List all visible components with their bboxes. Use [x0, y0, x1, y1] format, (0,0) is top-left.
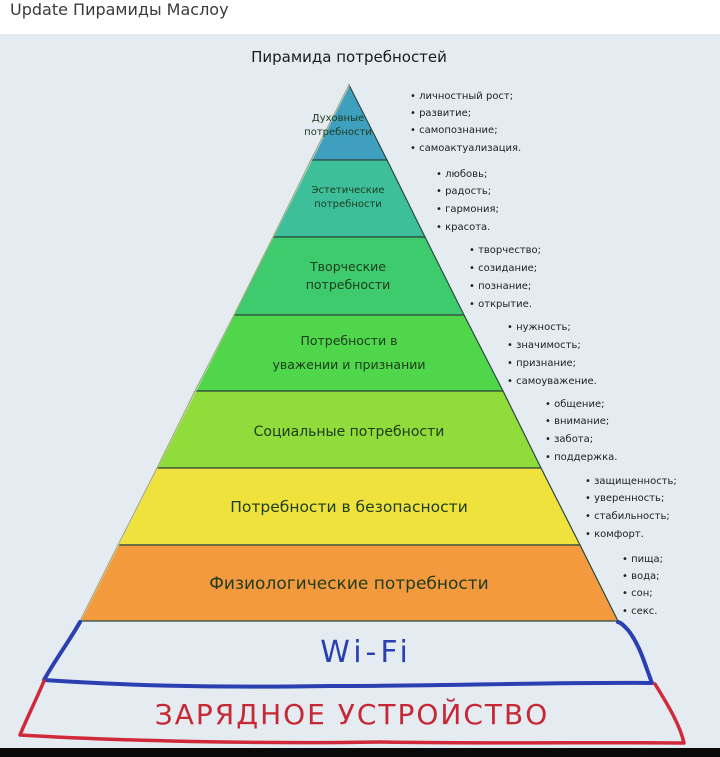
bullet: • красота.	[436, 222, 490, 233]
bullet: • вода;	[622, 571, 660, 582]
bullet: • открытие.	[469, 299, 532, 310]
bullet: • гармония;	[436, 204, 499, 215]
tier-6-bullets: • пища; • вода; • сон; • секс.	[622, 554, 663, 617]
bullet: • развитие;	[410, 108, 471, 119]
bullet: • самопознание;	[410, 125, 498, 136]
bullet: • самоактуализация.	[410, 143, 521, 154]
bullet: • созидание;	[469, 263, 537, 274]
bullet: • пища;	[622, 554, 663, 565]
tier-2-shape	[233, 236, 465, 316]
diagram-title: Пирамида потребностей	[251, 48, 447, 66]
bullet: • нужность;	[507, 322, 571, 333]
charger-tier-outline	[18, 679, 686, 745]
bullet: • поддержка.	[545, 452, 617, 463]
tier-2-bullets: • творчество; • созидание; • познание; •…	[469, 245, 541, 310]
tier-1-bullets: • любовь; • радость; • гармония; • красо…	[436, 169, 499, 233]
bullet: • общение;	[545, 399, 605, 410]
charger-label: ЗАРЯДНОЕ УСТРОЙСТВО	[155, 697, 550, 731]
tier-3-shape	[194, 314, 504, 392]
tier-3-bullets: • нужность; • значимость; • признание; •…	[507, 322, 597, 387]
tier-0-label-line-2: потребности	[304, 127, 372, 138]
bottom-bar	[0, 748, 720, 757]
bullet: • забота;	[545, 434, 593, 445]
bullet: • значимость;	[507, 340, 581, 351]
bullet: • комфорт.	[585, 529, 644, 540]
bullet: • признание;	[507, 358, 576, 369]
bullet: • секс.	[622, 606, 657, 617]
tier-2-label-line-1: Творческие	[309, 259, 386, 274]
tier-6-label: Физиологические потребности	[209, 574, 488, 594]
tier-2-label-line-2: потребности	[306, 277, 391, 292]
tier-1-label-line-2: потребности	[314, 199, 382, 210]
pyramid-image: Пирамида потребностей Духовные потребност…	[0, 34, 720, 748]
bullet: • сон;	[622, 588, 653, 599]
pyramid-svg: Пирамида потребностей Духовные потребност…	[18, 48, 686, 745]
bullet: • защищенность;	[585, 476, 677, 487]
bullet: • личностный рост;	[410, 91, 513, 102]
tier-3-label-line-2: уважении и признании	[273, 357, 426, 372]
bullet: • радость;	[436, 186, 491, 197]
tier-4-label: Социальные потребности	[254, 424, 445, 440]
tier-0-bullets: • личностный рост; • развитие; • самопоз…	[410, 91, 521, 154]
post-title: Update Пирамиды Маслоу	[10, 0, 229, 19]
tier-5-bullets: • защищенность; • уверенность; • стабиль…	[585, 476, 677, 540]
wifi-label: Wi-Fi	[320, 635, 412, 670]
bullet: • внимание;	[545, 416, 609, 427]
tier-5-label: Потребности в безопасности	[230, 498, 468, 516]
bullet: • самоуважение.	[507, 376, 597, 387]
tier-3-label-line-1: Потребности в	[300, 333, 397, 348]
bullet: • уверенность;	[585, 493, 664, 504]
bullet: • любовь;	[436, 169, 487, 180]
left-edge-highlight	[79, 84, 350, 622]
bullet: • творчество;	[469, 245, 541, 256]
tier-1-label-line-1: Эстетические	[311, 185, 384, 196]
tier-0-label-line-1: Духовные	[312, 113, 364, 124]
bullet: • стабильность;	[585, 511, 670, 522]
tier-4-bullets: • общение; • внимание; • забота; • подде…	[545, 399, 617, 463]
bullet: • познание;	[469, 281, 531, 292]
